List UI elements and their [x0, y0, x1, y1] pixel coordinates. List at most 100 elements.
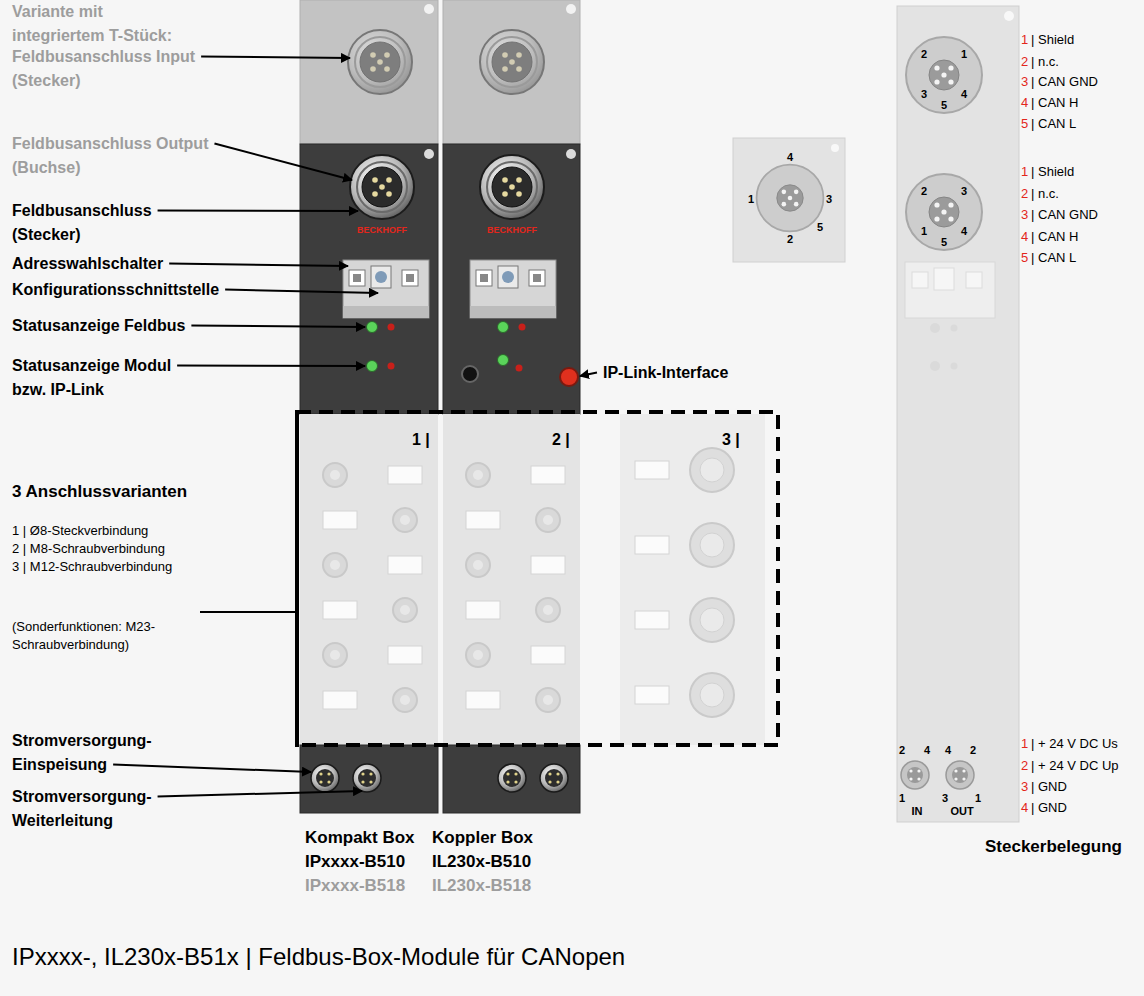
compact-box-module — [367, 361, 378, 372]
coupler-box-module — [566, 149, 576, 159]
pin-name: | CAN H — [1031, 94, 1078, 112]
pinout-panel — [897, 6, 1019, 822]
pin-map-number: 4 — [787, 151, 793, 164]
pin-map-number: 4 — [961, 225, 967, 238]
ghost-variant-1 — [393, 688, 417, 712]
pinout-panel — [906, 174, 982, 250]
compact-box-module — [402, 270, 418, 286]
coupler-box-module — [470, 306, 556, 318]
ghost-variant-3 — [635, 536, 669, 554]
compact-box-module — [353, 764, 381, 792]
pin-number: 5 — [1021, 115, 1028, 133]
pin-map-number: 2 — [899, 744, 905, 757]
coupler-box-module — [480, 274, 488, 282]
ghost-variant-2 — [531, 466, 565, 484]
pin-number: 1 — [1021, 31, 1028, 49]
model-number: IPxxxx-B518 — [305, 874, 405, 898]
pinout-panel — [906, 37, 982, 113]
ghost-variant-2 — [536, 688, 560, 712]
pin-map-number: 2 — [921, 48, 927, 61]
callout-text: Feldbusanschluss (Stecker) — [12, 199, 177, 247]
pinout-panel — [905, 262, 995, 318]
pin-map-number: 1 — [961, 48, 967, 61]
coupler-box-module — [443, 745, 580, 813]
pin-map-number: IN — [912, 805, 923, 818]
compact-box-module — [343, 306, 429, 318]
leader-arrow — [580, 373, 597, 377]
compact-box-module — [367, 322, 378, 333]
callout-text: Variante mit integriertem T-Stück: — [12, 0, 192, 48]
coupler-box-module — [516, 365, 523, 372]
variant-item: 2 | M8-Schraubverbindung — [12, 540, 165, 558]
callout-text: Feldbusanschluss Input (Stecker) — [12, 45, 227, 93]
coupler-box-module — [462, 366, 478, 382]
ghost-variant-1 — [388, 466, 422, 484]
coupler-box-module — [519, 324, 526, 331]
pin-map-number: 2 — [970, 744, 976, 757]
callout-text: Statusanzeige Modul bzw. IP-Link — [12, 354, 197, 402]
variant-bracket — [200, 611, 297, 613]
compact-box-module — [424, 4, 434, 14]
pin-map-number: 1 — [899, 792, 905, 805]
coupler-box-module — [480, 155, 544, 219]
callout-number: 2 | — [552, 428, 570, 452]
pinout-panel — [897, 6, 1019, 822]
coupler-box-module — [498, 322, 509, 333]
pin-number: 2 — [1021, 185, 1028, 203]
pinout-panel — [930, 361, 940, 371]
compact-box-module — [300, 0, 438, 813]
ghost-variant-2 — [466, 691, 500, 709]
pin-map-number: 3 — [826, 193, 832, 206]
pinout-panel — [934, 268, 954, 290]
pin-map-number: 4 — [945, 744, 951, 757]
ghost-variant-1 — [323, 601, 357, 619]
figure-title: IPxxxx-, IL230x-B51x | Feldbus-Box-Modul… — [12, 942, 625, 972]
pin-name: | CAN H — [1031, 228, 1078, 246]
pin-name: | GND — [1031, 778, 1067, 796]
variant-bracket — [200, 410, 778, 747]
ghost-variant-2 — [536, 598, 560, 622]
compact-box-module — [300, 414, 438, 745]
ghost-variant-1 — [323, 553, 347, 577]
ghost-variant-3 — [690, 598, 734, 642]
callout-number: 1 | — [412, 428, 430, 452]
connector-tile — [733, 138, 845, 262]
variant-item: 1 | Ø8-Steckverbindung — [12, 522, 148, 540]
coupler-box-module — [533, 274, 541, 282]
pin-map-number: 3 — [942, 792, 948, 805]
section-heading: Steckerbelegung — [985, 835, 1122, 859]
pinout-panel — [1004, 11, 1014, 21]
leader-arrow — [177, 365, 365, 368]
callout-number: 3 | — [722, 428, 740, 452]
coupler-box-module — [498, 355, 509, 366]
pinout-panel — [901, 761, 929, 789]
coupler-box-module — [470, 260, 556, 318]
leader-arrow — [158, 791, 362, 797]
coupler-box-module — [529, 270, 545, 286]
variant-bracket — [295, 410, 299, 747]
coupler-box-module — [540, 764, 568, 792]
ghost-variant-1 — [388, 556, 422, 574]
pin-number: 4 — [1021, 228, 1028, 246]
coupler-box-module — [480, 30, 544, 94]
leader-arrow — [158, 210, 358, 213]
compact-box-module — [348, 30, 412, 94]
pin-name: | Shield — [1031, 163, 1074, 181]
pinout-panel — [951, 363, 958, 370]
connector-tile — [831, 144, 839, 152]
compact-box-module — [353, 274, 361, 282]
ghost-variant-1 — [393, 508, 417, 532]
compact-box-module — [343, 260, 429, 318]
ghost-variant-2 — [531, 556, 565, 574]
pin-number: 4 — [1021, 94, 1028, 112]
pinout-panel — [930, 323, 940, 333]
logo-text: BECKHOFF — [487, 225, 537, 236]
pin-map-number: 1 — [975, 792, 981, 805]
coupler-box-module — [498, 266, 518, 288]
pin-number: 3 — [1021, 206, 1028, 224]
coupler-box-module — [443, 0, 580, 144]
pin-number: 3 — [1021, 778, 1028, 796]
callout-text: Stromversorgung- Einspeisung — [12, 729, 167, 777]
ghost-variant-1 — [323, 463, 422, 712]
compact-box-module — [300, 144, 438, 414]
